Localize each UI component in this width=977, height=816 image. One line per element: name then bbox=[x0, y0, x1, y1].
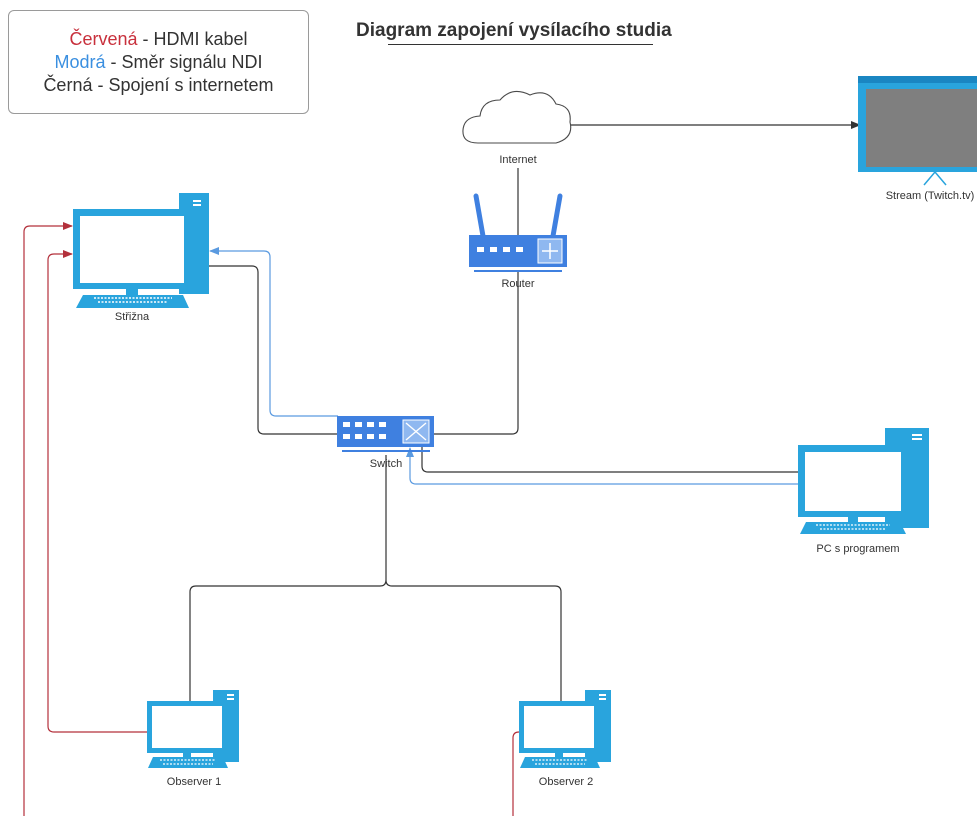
diagram-title: Diagram zapojení vysílacího studia bbox=[356, 20, 672, 41]
observer1-computer-icon bbox=[147, 690, 239, 768]
strizna-label: Střižna bbox=[115, 311, 150, 323]
legend-ndi: Modrá - Směr signálu NDI bbox=[54, 51, 262, 74]
router-icon bbox=[469, 193, 567, 272]
legend-hdmi-text: - HDMI kabel bbox=[137, 28, 248, 49]
stream-monitor-icon bbox=[858, 76, 977, 186]
hdmi-bottom-to-strizna-line bbox=[23, 222, 73, 816]
switch-icon bbox=[337, 416, 434, 452]
observer1-label: Observer 1 bbox=[167, 776, 221, 788]
title-underline bbox=[388, 44, 653, 45]
legend-box: Červená - HDMI kabel Modrá - Směr signál… bbox=[8, 10, 309, 114]
switch-label: Switch bbox=[370, 458, 402, 470]
ndi-pc-to-switch-line bbox=[406, 447, 798, 485]
pc-program-label: PC s programem bbox=[816, 543, 899, 555]
legend-blue-word: Modrá bbox=[54, 51, 106, 72]
stream-label: Stream (Twitch.tv) bbox=[886, 190, 975, 202]
internet-label: Internet bbox=[499, 154, 536, 166]
legend-hdmi: Červená - HDMI kabel bbox=[69, 28, 247, 51]
hdmi-observer1-to-strizna-line bbox=[47, 250, 148, 733]
legend-red-word: Červená bbox=[69, 28, 138, 49]
internet-cloud-icon bbox=[462, 90, 572, 144]
switch-to-observers-line bbox=[189, 455, 562, 705]
router-label: Router bbox=[501, 278, 534, 290]
ndi-switch-to-strizna-line bbox=[209, 247, 338, 417]
strizna-computer-icon bbox=[73, 193, 209, 308]
observer2-computer-icon bbox=[519, 690, 611, 768]
hdmi-observer2-cable-line bbox=[512, 731, 520, 816]
pc-program-computer-icon bbox=[798, 428, 929, 534]
switch-to-strizna-line bbox=[208, 265, 338, 435]
legend-internet: Černá - Spojení s internetem bbox=[43, 74, 274, 95]
switch-to-pc-line bbox=[421, 446, 798, 473]
router-to-switch-line bbox=[434, 272, 519, 435]
observer2-label: Observer 2 bbox=[539, 776, 593, 788]
legend-ndi-text: - Směr signálu NDI bbox=[105, 51, 263, 72]
